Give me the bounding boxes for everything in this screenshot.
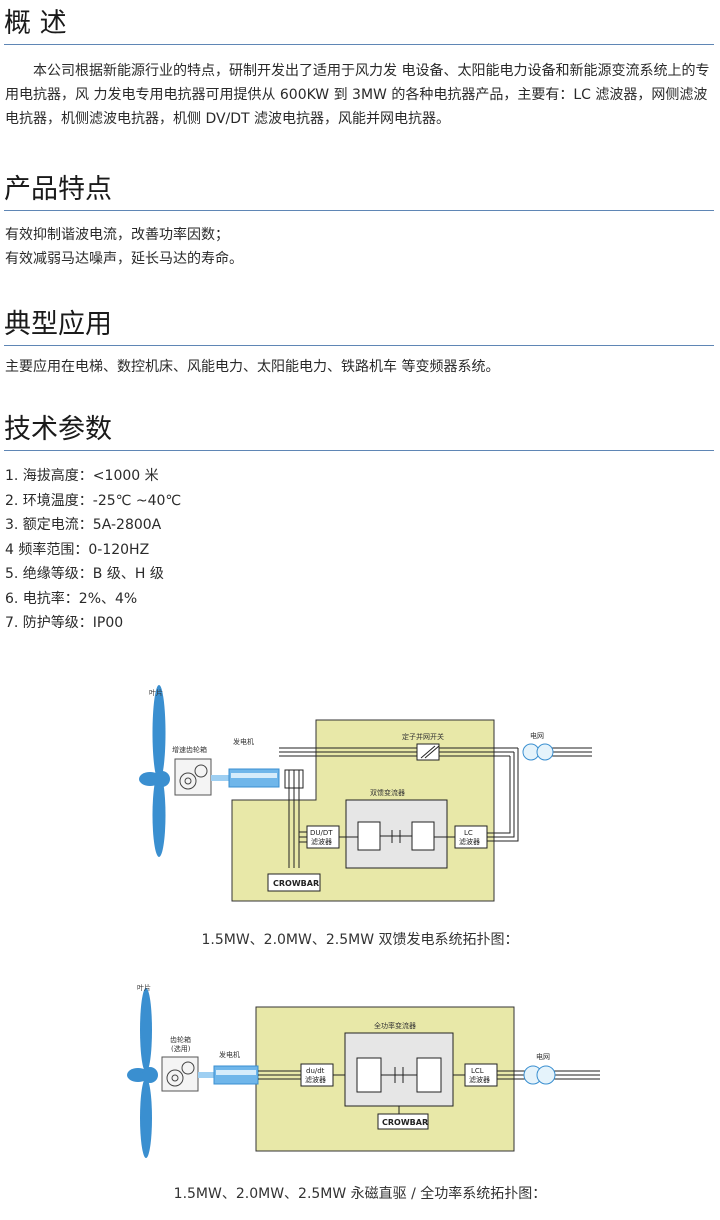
dudt-label-1: du/dt [306, 1067, 325, 1075]
blade-icon [139, 685, 170, 857]
dvdt-label-1: DU/DT [310, 829, 333, 837]
features-list: 有效抑制谐波电流，改善功率因数； 有效减弱马达噪声，延长马达的寿命。 [5, 223, 715, 271]
generator-label-2: 发电机 [219, 1050, 240, 1059]
gearbox-label-2a: 齿轮箱 [170, 1035, 191, 1044]
crowbar-unit-2 [377, 1113, 429, 1130]
overview-text: 本公司根据新能源行业的特点，研制开发出了适用于风力发 电设备、太阳能电力设备和新… [5, 63, 710, 127]
grid-transformer-icon-2 [523, 1065, 556, 1085]
crowbar-unit [267, 873, 321, 892]
dfig-diagram-caption: 1.5MW、2.0MW、2.5MW 双馈发电系统拓扑图： [201, 932, 519, 948]
crowbar-label: CROWBAR [273, 879, 319, 888]
stator-switch-label: 定子并网开关 [402, 732, 444, 741]
gearbox-label-2b: (选用) [171, 1044, 191, 1053]
section-title-features: 产品特点 [4, 174, 714, 211]
spec-item-2: 2. 环境温度：-25℃ ~40℃ [5, 492, 182, 509]
spec-item-7: 7. 防护等级：IP00 [5, 615, 124, 631]
gearbox-icon [174, 758, 212, 796]
section-title-specs: 技术参数 [4, 414, 714, 451]
spec-item-3: 3. 额定电流：5A-2800A [5, 517, 162, 533]
gearbox-label: 增速齿轮箱 [172, 745, 207, 754]
spec-item-6: 6. 电抗率：2%、4% [5, 590, 138, 607]
lcl-label-2: 滤波器 [469, 1075, 490, 1084]
grid-label: 电网 [530, 731, 544, 740]
dfig-converter-label: 双馈变流器 [370, 788, 405, 797]
crowbar-label-2: CROWBAR [382, 1118, 428, 1127]
grid-transformer-icon [522, 743, 554, 761]
generator-label: 发电机 [233, 737, 254, 746]
section-title-applications: 典型应用 [4, 309, 714, 346]
pmsg-topology-diagram: 叶片 齿轮箱 (选用) 发电机 du/dt 滤波器 全功率变流器 CROWBAR… [127, 983, 600, 1158]
full-converter-label: 全功率变流器 [374, 1021, 416, 1030]
rotor-lines [288, 788, 307, 868]
blade-icon-2 [127, 988, 158, 1158]
spec-item-4: 4 频率范围：0-120HZ [5, 541, 150, 558]
dfig-topology-diagram: 叶片 增速齿轮箱 发电机 定子并网开关 电网 [139, 685, 592, 902]
shaft [211, 775, 229, 781]
feature-line-1: 有效抑制谐波电流，改善功率因数； [5, 227, 229, 243]
gearbox-icon-2 [161, 1056, 199, 1092]
specs-list: 1. 海拔高度：<1000 米 2. 环境温度：-25℃ ~40℃ 3. 额定电… [5, 464, 715, 636]
spec-item-1: 1. 海拔高度：<1000 米 [5, 468, 159, 484]
feature-line-2: 有效减弱马达噪声，延长马达的寿命。 [5, 251, 243, 267]
pmsg-diagram-caption: 1.5MW、2.0MW、2.5MW 永磁直驱 / 全功率系统拓扑图： [173, 1186, 547, 1202]
lc-label-2: 滤波器 [459, 837, 480, 846]
spec-item-5: 5. 绝缘等级：B 级、H 级 [5, 566, 164, 582]
grid-label-2: 电网 [536, 1052, 550, 1061]
applications-text: 主要应用在电梯、数控机床、风能电力、太阳能电力、铁路机车 等变频器系统。 [5, 359, 500, 375]
section-title-overview: 概 述 [4, 8, 714, 45]
blade-label-2: 叶片 [137, 983, 151, 992]
dvdt-label-2: 滤波器 [311, 837, 332, 846]
lcl-label-1: LCL [471, 1067, 484, 1075]
lc-label-1: LC [464, 829, 473, 837]
blade-label: 叶片 [149, 688, 163, 697]
dudt-label-2: 滤波器 [305, 1075, 326, 1084]
